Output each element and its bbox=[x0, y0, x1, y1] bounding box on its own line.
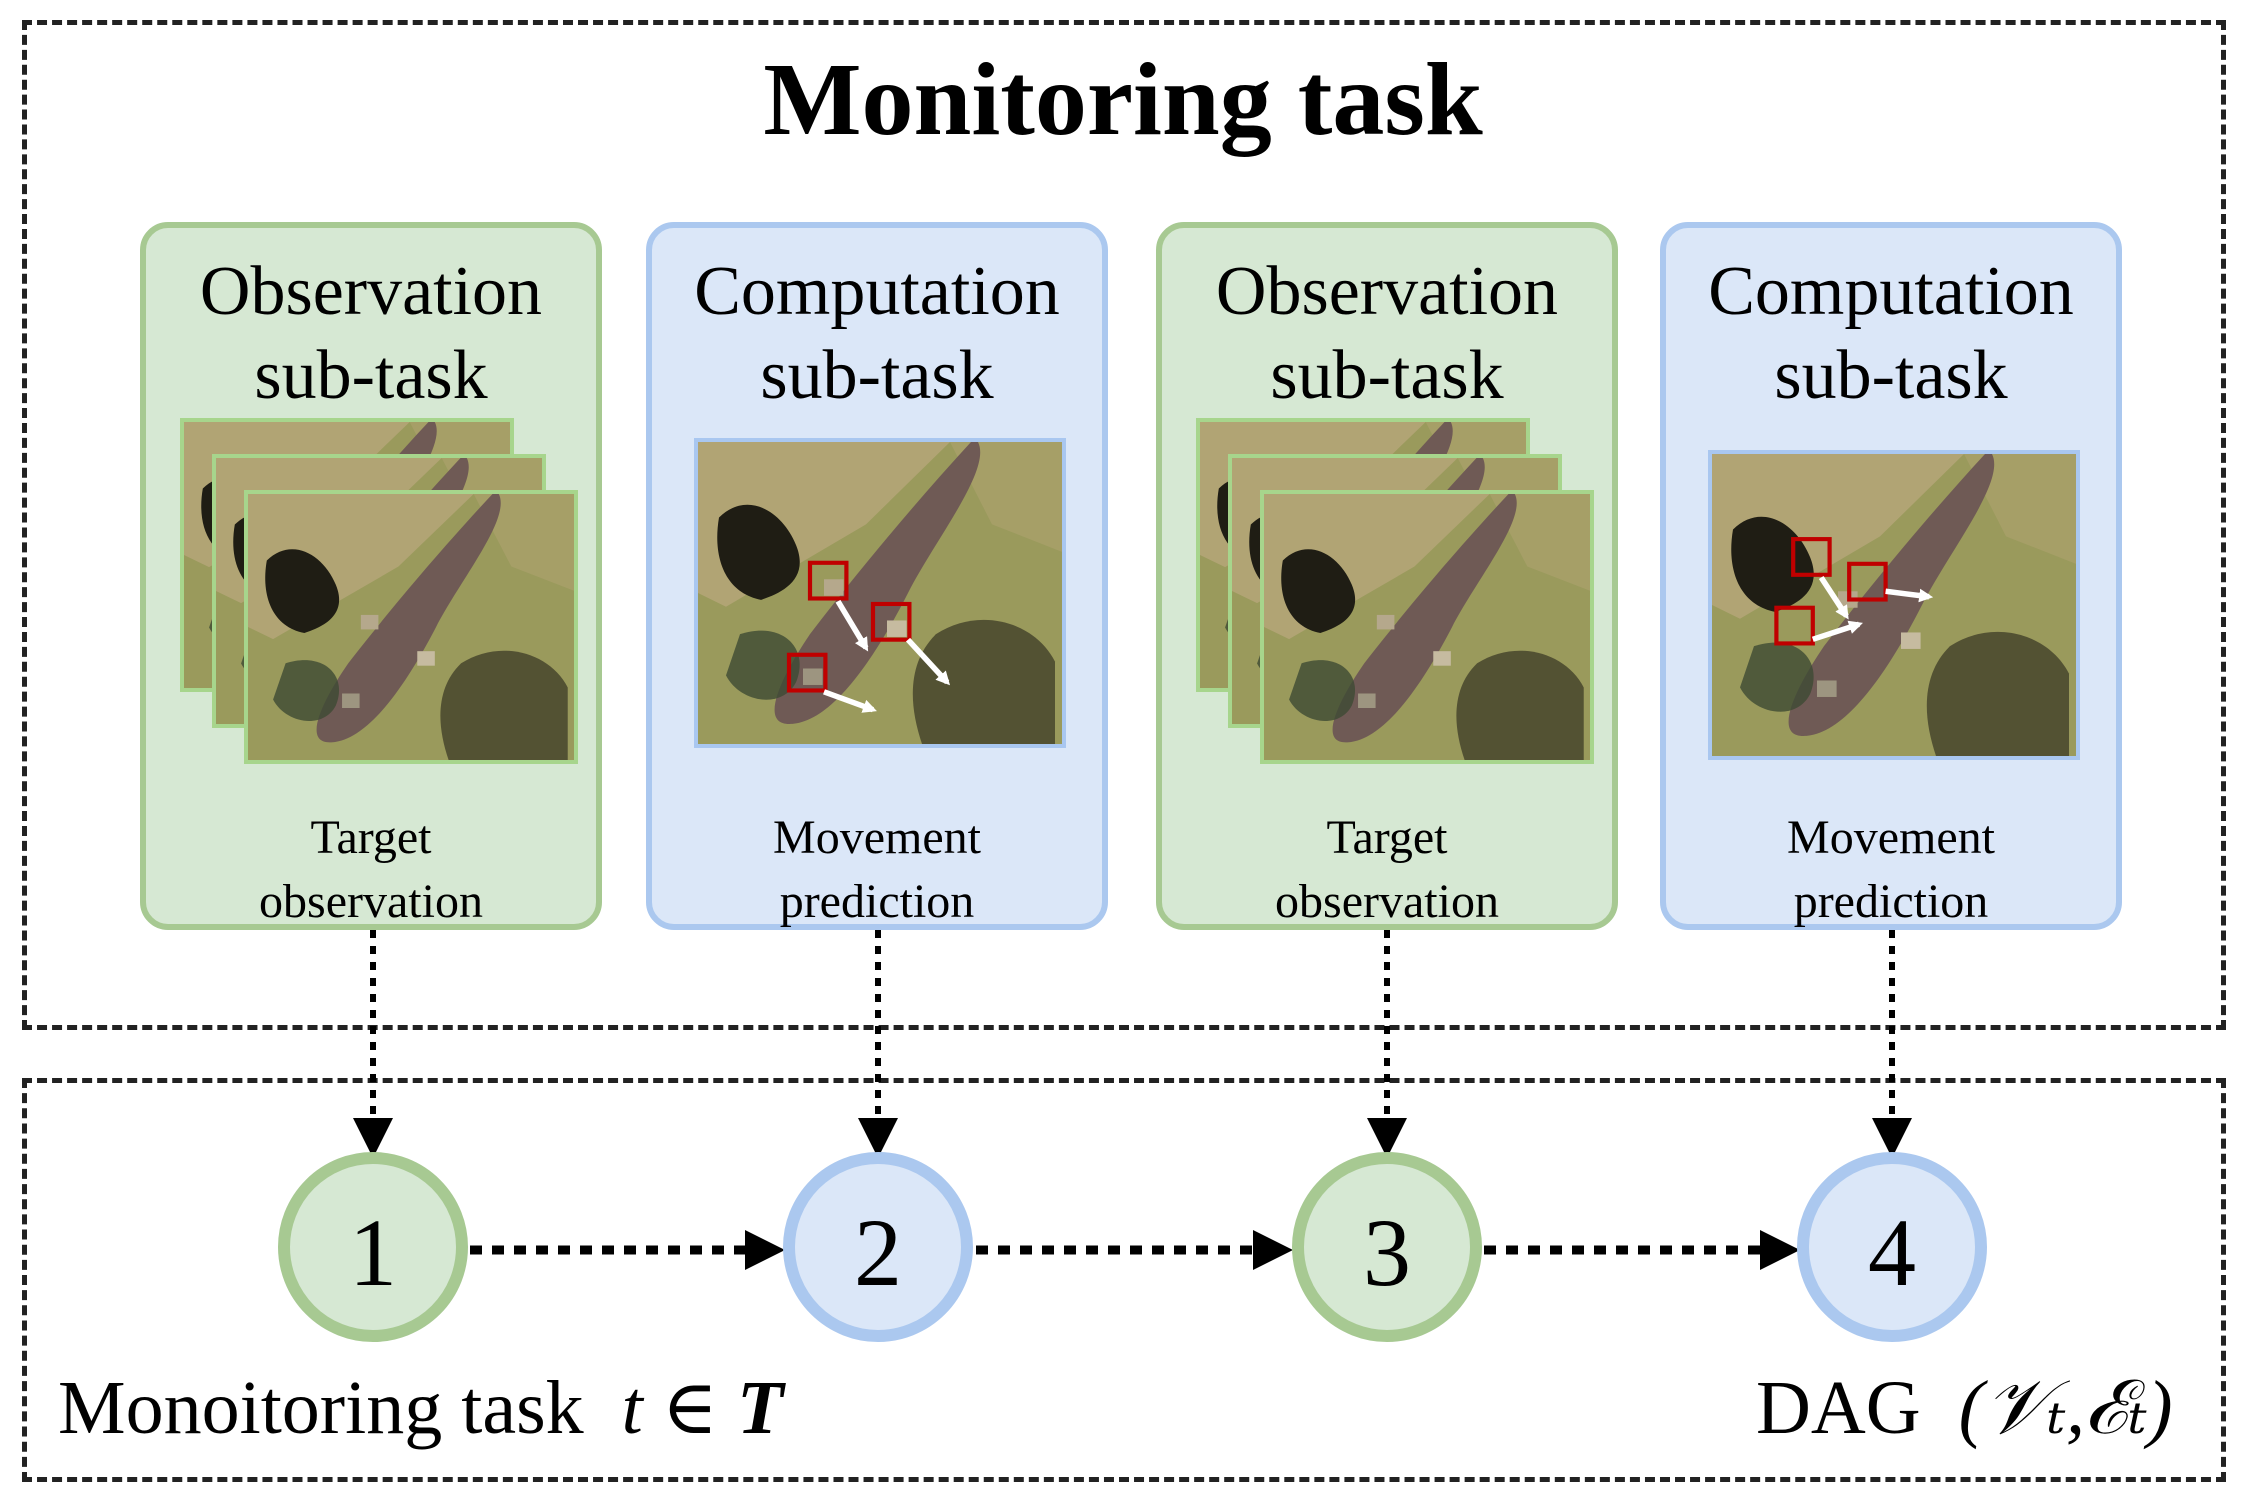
observation-image-front bbox=[1260, 490, 1594, 764]
observation-image-front bbox=[244, 490, 578, 764]
dag-node-3: 3 bbox=[1292, 1152, 1482, 1342]
movement-prediction-image bbox=[1708, 450, 2080, 760]
dag-node-1: 1 bbox=[278, 1152, 468, 1342]
monitoring-task-frame bbox=[22, 20, 2226, 1030]
movement-prediction-image bbox=[694, 438, 1066, 748]
dag-frame bbox=[22, 1078, 2226, 1482]
dag-node-2: 2 bbox=[783, 1152, 973, 1342]
dag-node-4: 4 bbox=[1797, 1152, 1987, 1342]
diagram-title: Monitoring task bbox=[763, 42, 1483, 157]
dag-label: DAG (𝒱ₜ,ℰₜ) bbox=[1756, 1366, 2173, 1450]
task-set-label: Monoitoring task t ∈ T bbox=[58, 1366, 784, 1450]
